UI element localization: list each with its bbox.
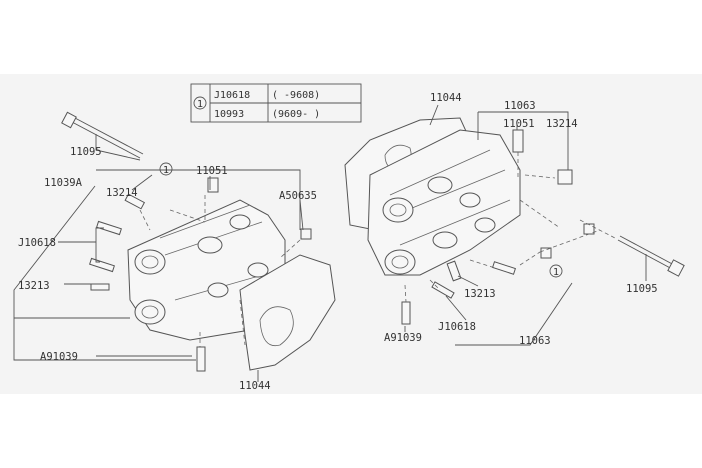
bolt-j10618-lower [89, 257, 115, 273]
legend-row2-range: (9609- ) [272, 109, 320, 120]
legend-row1-range: ( -9608) [272, 90, 320, 101]
callout-13214-left: 13214 [106, 187, 138, 199]
port-right-lower [384, 249, 416, 275]
plug-13213-left [90, 283, 110, 291]
dowel-a91039-right [401, 301, 411, 325]
callout-11063-bottom: 11063 [519, 335, 551, 347]
callout-13213-left: 13213 [18, 280, 50, 292]
callout-11044-right: 11044 [430, 92, 462, 104]
bolt-right-mid [491, 261, 517, 275]
callout-11051-left: 11051 [196, 165, 228, 177]
left-cylinder-head [13, 111, 336, 382]
callout-a91039-left: A91039 [40, 351, 78, 363]
head-bolt-11095-right [617, 235, 685, 277]
gasket-11044-left [239, 254, 336, 371]
callout-11063-top: 11063 [504, 100, 536, 112]
legend-row2-part: 10993 [214, 109, 244, 120]
head-body-right [367, 129, 521, 276]
callout-a91039-right: A91039 [384, 332, 422, 344]
legend-table: 1 J10618 ( -9608) 10993 (9609- ) [190, 83, 362, 123]
callout-a50635: A50635 [279, 190, 317, 202]
legend-row1-part: J10618 [214, 90, 250, 101]
callout-11039a: 11039A [44, 177, 83, 189]
callout-11051-right: 11051 [503, 118, 535, 130]
legend-marker-icon [193, 96, 207, 110]
bolt-13214-left [124, 193, 146, 210]
left-callouts: 11095 11039A 13214 11051 1 A50635 J10618… [18, 146, 317, 392]
callout-j10618-left: J10618 [18, 237, 56, 249]
bolt-13214-right [557, 169, 573, 185]
bolt-j10618-upper [96, 220, 122, 236]
dowel-a91039-left [196, 346, 206, 372]
bolt-a50635 [300, 228, 312, 240]
callout-13214-right: 13214 [546, 118, 578, 130]
plug-13213-right [446, 260, 462, 282]
right-cylinder-head [344, 104, 685, 346]
callout-11095-left: 11095 [70, 146, 102, 158]
callout-marker-left: 1 [163, 165, 169, 176]
head-bolt-11095-left [61, 111, 144, 159]
callout-11095-right: 11095 [626, 283, 658, 295]
port-left-lower [134, 299, 166, 325]
callout-13213-right: 13213 [464, 288, 496, 300]
port-right-upper [382, 197, 414, 223]
callout-j10618-right: J10618 [438, 321, 476, 333]
callout-marker-right: 1 [553, 267, 559, 278]
callout-11044-left: 11044 [239, 380, 271, 392]
legend-marker: 1 [197, 99, 203, 110]
bolt-j10618-right [431, 281, 455, 299]
port-left-upper [134, 249, 166, 275]
plug-11051-right [512, 129, 524, 153]
plug-11051-left [207, 177, 219, 193]
right-callouts: 11044 11063 11051 13214 1 11095 13213 A9… [384, 92, 658, 347]
